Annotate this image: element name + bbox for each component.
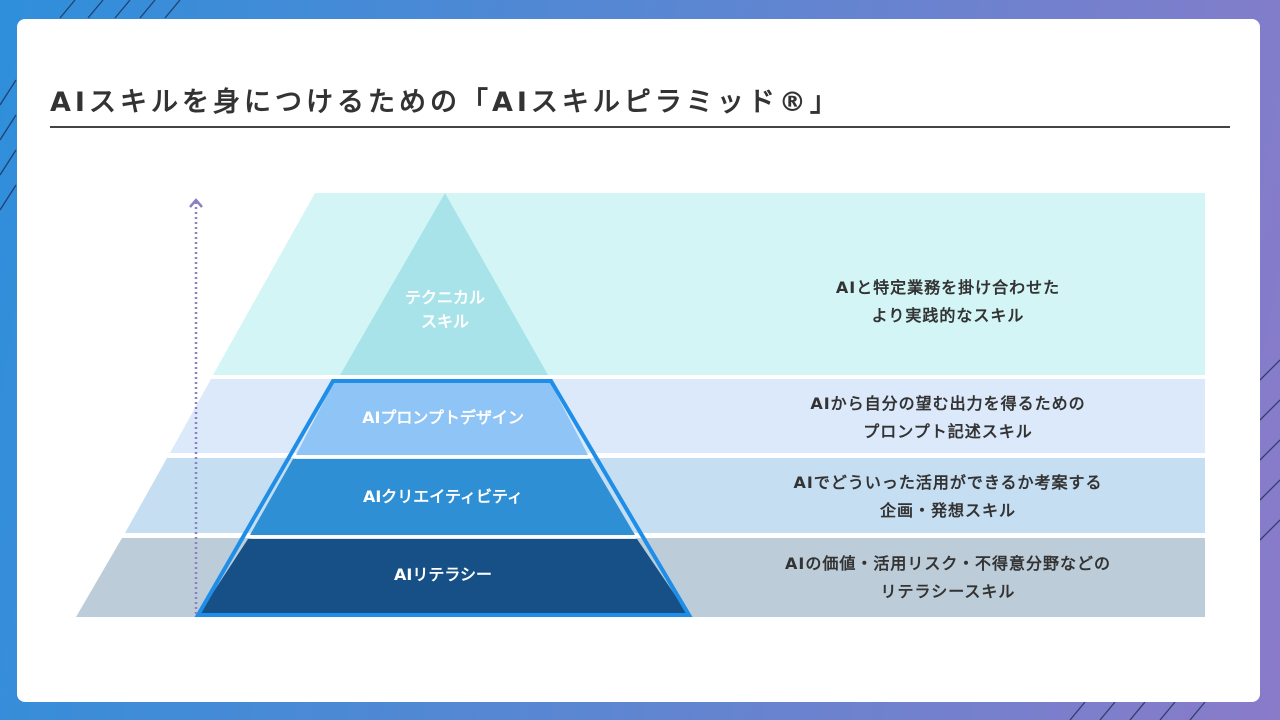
arrow-head-icon: [189, 198, 203, 208]
level-prompt-label: AIプロンプトデザイン: [362, 408, 524, 427]
description-line: AIの価値・活用リスク・不得意分野などの: [784, 554, 1112, 573]
pyramid-outline: [194, 379, 693, 617]
slide-title: AIスキルを身につけるための「AIスキルピラミッド®」: [50, 87, 841, 118]
level-prompt-description: AIから自分の望む出力を得るための プロンプト記述スキル: [810, 390, 1085, 446]
description-line: より実践的なスキル: [871, 306, 1025, 325]
pyramid-tip-technical: [340, 193, 548, 375]
description-line: AIと特定業務を掛け合わせた: [835, 278, 1061, 297]
level-creativity-label: AIクリエイティビティ: [362, 487, 524, 506]
pyramid-layer-literacy: [199, 539, 688, 614]
description-line: AIでどういった活用ができるか考案する: [793, 473, 1103, 492]
level-literacy-description: AIの価値・活用リスク・不得意分野などの リテラシースキル: [785, 550, 1111, 606]
description-line: 企画・発想スキル: [879, 501, 1016, 520]
level-name-line: スキル: [420, 312, 470, 331]
title-underline: [50, 126, 1230, 128]
level-technical-label: テクニカル スキル: [405, 286, 485, 334]
pyramid-layer-prompt: [296, 382, 588, 455]
level-technical-description: AIと特定業務を掛け合わせた より実践的なスキル: [836, 274, 1060, 330]
pyramid-layer-creativity: [250, 459, 635, 535]
level-name-line: テクニカル: [404, 288, 486, 307]
description-line: リテラシースキル: [880, 582, 1016, 601]
level-creativity-description: AIでどういった活用ができるか考案する 企画・発想スキル: [793, 469, 1102, 525]
description-line: AIから自分の望む出力を得るための: [810, 394, 1086, 413]
level-literacy-label: AIリテラシー: [393, 565, 493, 584]
description-line: プロンプト記述スキル: [863, 422, 1033, 441]
